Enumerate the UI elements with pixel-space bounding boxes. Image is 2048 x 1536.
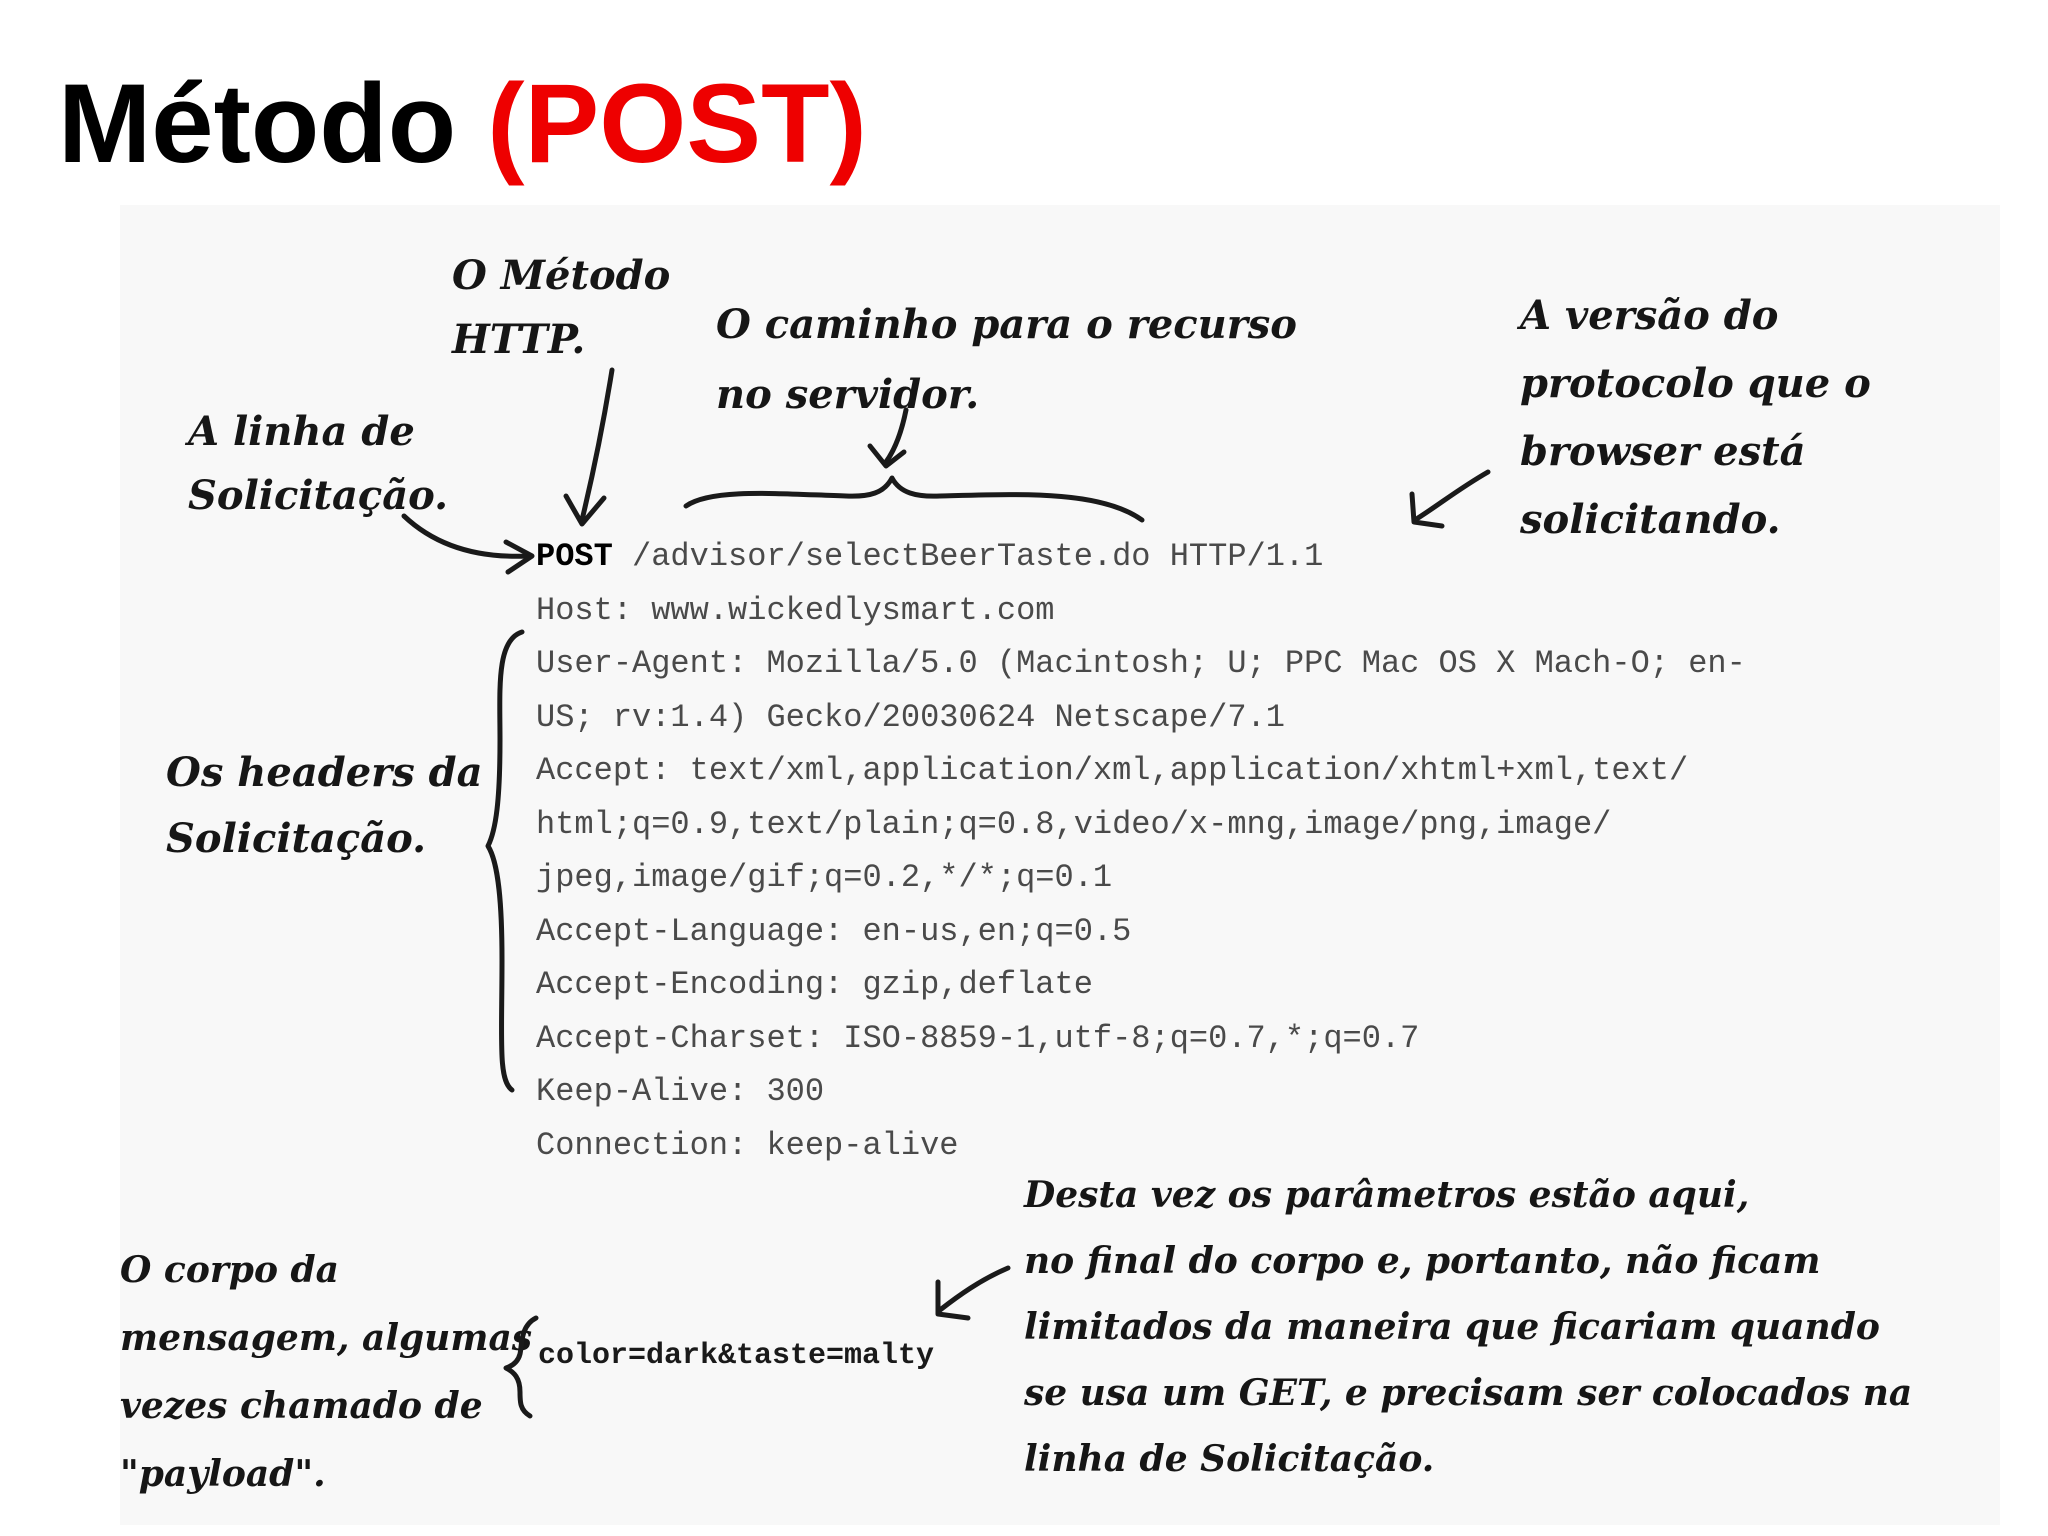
title-accent: (POST) [487, 61, 867, 186]
http-request-text: POST /advisor/selectBeerTaste.do HTTP/1.… [536, 530, 1746, 1172]
request-line: POST /advisor/selectBeerTaste.do HTTP/1.… [536, 538, 1323, 575]
header-line: Connection: keep-alive [536, 1126, 959, 1164]
request-method: POST [536, 538, 613, 575]
annotation-request-headers: Os headers da Solicitação. [166, 749, 483, 862]
request-path-and-version: /advisor/selectBeerTaste.do HTTP/1.1 [612, 538, 1324, 575]
request-body: color=dark&taste=malty [538, 1339, 935, 1373]
http-post-request-figure [120, 205, 2000, 1525]
annotation-protocol-version: A versão do protocolo que o browser está… [1520, 292, 1871, 543]
annotation-request-line: A linha de Solicitação. [188, 408, 449, 519]
header-line: Keep-Alive: 300 [536, 1073, 825, 1110]
annotation-message-body: O corpo da mensagem, algumas vezes chama… [120, 1249, 533, 1495]
title-prefix: Método [58, 61, 457, 186]
header-line: Host: www.wickedlysmart.com [536, 591, 1055, 629]
header-line: User-Agent: Mozilla/5.0 (Macintosh; U; P… [536, 645, 1746, 682]
annotation-resource-path: O caminho para o recurso no servidor. [716, 301, 1297, 418]
header-line: html;q=0.9,text/plain;q=0.8,video/x-mng,… [536, 805, 1612, 843]
annotation-parameters-note: Desta vez os parâmetros estão aqui, no f… [1024, 1174, 1913, 1480]
header-line: Accept-Charset: ISO-8859-1,utf-8;q=0.7,*… [536, 1019, 1420, 1057]
header-line: US; rv:1.4) Gecko/20030624 Netscape/7.1 [536, 698, 1285, 736]
slide-title: Método (POST) [58, 68, 867, 180]
annotation-http-method: O Método HTTP. [452, 252, 671, 363]
header-line: Accept-Language: en-us,en;q=0.5 [536, 912, 1132, 950]
header-line: Accept: text/xml,application/xml,applica… [536, 752, 1689, 789]
header-line: jpeg,image/gif;q=0.2,*/*;q=0.1 [536, 859, 1113, 896]
header-line: Accept-Encoding: gzip,deflate [536, 966, 1093, 1003]
